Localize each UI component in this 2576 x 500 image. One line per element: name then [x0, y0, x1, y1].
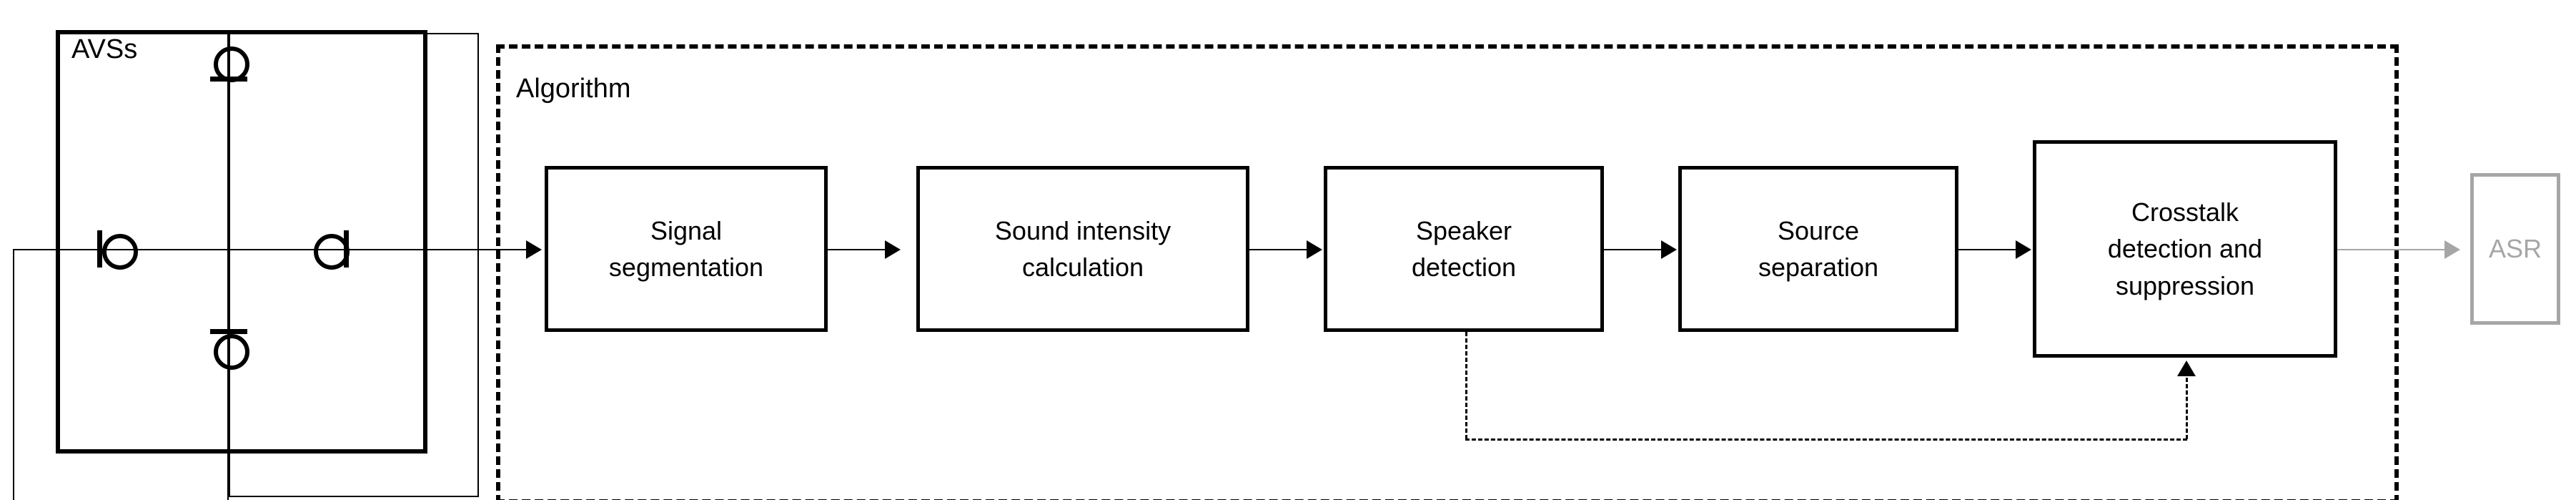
asr-label: ASR	[2488, 234, 2542, 263]
connector-3-4-arrow	[1661, 240, 1677, 259]
sensor-bar	[210, 329, 247, 334]
connector-1-2-arrow	[885, 240, 901, 259]
feedback-line-horizontal	[1465, 438, 2187, 441]
sensor-left-icon	[97, 230, 138, 270]
sensor-horizontal-axis-line	[13, 249, 513, 250]
process-box-crosstalk-suppression[interactable]: Crosstalk detection and suppression	[2033, 140, 2337, 358]
sensor-bar	[344, 230, 349, 268]
process-line-2: separation	[1758, 253, 1879, 282]
process-box-sound-intensity[interactable]: Sound intensity calculation	[916, 166, 1249, 332]
process-line-1: Sound intensity	[994, 215, 1171, 245]
avss-label: AVSs	[71, 34, 138, 64]
process-line-1: Source	[1777, 215, 1860, 245]
process-box-text: Sound intensity calculation	[991, 212, 1175, 285]
process-box-text: Speaker detection	[1407, 212, 1520, 285]
connector-4-5-line	[1958, 249, 2016, 250]
connector-2-3-arrow	[1307, 240, 1322, 259]
connector-output-line	[2337, 249, 2444, 250]
feedback-line-vertical-down	[1465, 332, 1467, 439]
process-line-2: calculation	[1021, 253, 1144, 282]
sensor-bar	[97, 230, 102, 268]
avss-box	[56, 30, 427, 454]
process-box-source-separation[interactable]: Source separation	[1678, 166, 1958, 332]
process-line-2: detection and	[2107, 234, 2263, 264]
sensor-bottom-icon	[210, 329, 249, 370]
feedback-line-vertical-up	[2186, 378, 2188, 439]
connector-1-2-line	[828, 249, 885, 250]
process-box-text: Crosstalk detection and suppression	[2104, 194, 2267, 303]
process-box-text: Signal segmentation	[605, 212, 768, 285]
process-box-signal-segmentation[interactable]: Signal segmentation	[545, 166, 828, 332]
algorithm-label: Algorithm	[516, 74, 631, 104]
asr-box[interactable]: ASR	[2470, 173, 2560, 325]
process-line-2: segmentation	[608, 253, 764, 282]
connector-output-arrow	[2444, 240, 2460, 259]
connector-3-4-line	[1604, 249, 1661, 250]
process-line-1: Signal	[650, 215, 723, 245]
sensor-right-icon	[310, 230, 350, 270]
connector-2-3-line	[1249, 249, 1307, 250]
sensor-vertical-axis-line	[227, 33, 229, 500]
sensor-ring	[102, 234, 138, 270]
connector-input-line	[419, 249, 526, 250]
process-box-speaker-detection[interactable]: Speaker detection	[1324, 166, 1604, 332]
process-box-text: Source separation	[1754, 212, 1883, 285]
connector-4-5-arrow	[2016, 240, 2031, 259]
process-line-2: detection	[1411, 253, 1517, 282]
process-line-1: Crosstalk	[2131, 197, 2239, 227]
sensor-ring	[214, 334, 249, 370]
process-line-1: Speaker	[1415, 215, 1512, 245]
process-line-3: suppression	[2115, 270, 2255, 300]
feedback-arrow-up	[2177, 361, 2196, 376]
sensor-bar	[210, 77, 247, 82]
connector-input-arrow	[526, 240, 542, 259]
sensor-top-icon	[210, 43, 249, 82]
sensor-array-left-guide	[13, 249, 14, 500]
